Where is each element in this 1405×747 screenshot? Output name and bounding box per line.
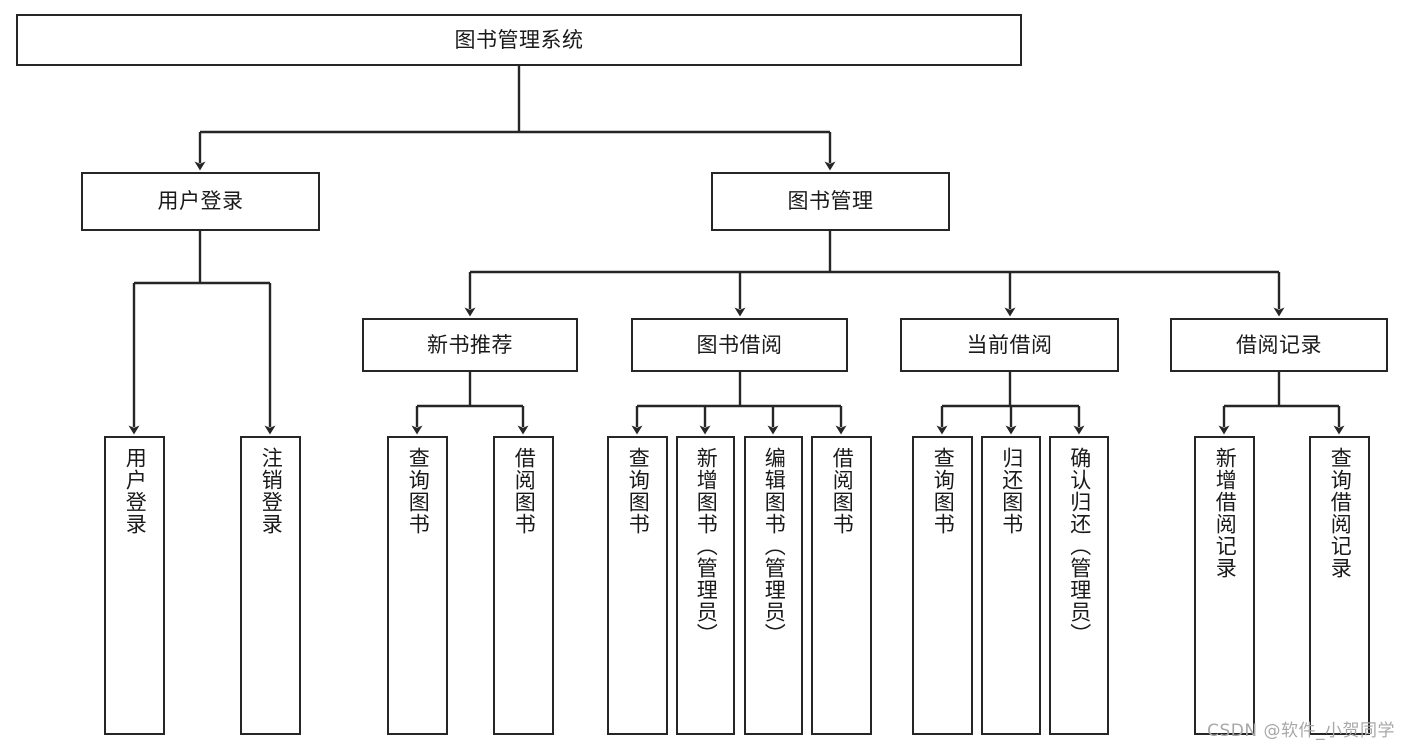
node-leaf-new-book-query-book[interactable]: 查询图书 (387, 436, 448, 735)
node-label: 编辑图书（管理员） (762, 447, 787, 645)
node-label: 新增借阅记录 (1213, 447, 1238, 579)
node-user-login[interactable]: 用户登录 (81, 172, 320, 231)
node-label: 新增图书（管理员） (694, 447, 719, 645)
node-label: 借阅图书 (830, 447, 855, 535)
node-leaf-borrow-record-add-record[interactable]: 新增借阅记录 (1194, 436, 1255, 735)
node-borrowing-records[interactable]: 借阅记录 (1170, 318, 1388, 372)
node-label: 用户登录 (123, 447, 148, 535)
node-label: 查询图书 (406, 447, 431, 535)
node-leaf-book-borrow-edit-book-admin[interactable]: 编辑图书（管理员） (744, 436, 803, 735)
node-label: 查询图书 (626, 447, 651, 535)
node-label: 图书管理 (787, 189, 874, 214)
node-leaf-borrow-record-query-record[interactable]: 查询借阅记录 (1309, 436, 1370, 735)
node-leaf-new-book-borrow-book[interactable]: 借阅图书 (493, 436, 554, 735)
node-label: 新书推荐 (427, 332, 513, 357)
node-label: 注销登录 (259, 447, 284, 535)
node-label: 确认归还（管理员） (1067, 447, 1092, 645)
node-book-management[interactable]: 图书管理 (711, 172, 950, 231)
node-leaf-current-borrow-confirm-return-admin[interactable]: 确认归还（管理员） (1049, 436, 1109, 735)
node-leaf-book-borrow-borrow-book[interactable]: 借阅图书 (811, 436, 872, 735)
node-new-book-recommendation[interactable]: 新书推荐 (362, 318, 578, 372)
node-label: 借阅图书 (512, 447, 537, 535)
node-label: 查询图书 (931, 447, 956, 535)
node-leaf-user-login-login[interactable]: 用户登录 (104, 436, 165, 735)
node-leaf-user-login-logout[interactable]: 注销登录 (240, 436, 301, 735)
node-label: 借阅记录 (1236, 332, 1322, 357)
node-label: 用户登录 (157, 189, 244, 214)
node-label: 当前借阅 (966, 332, 1053, 357)
node-book-borrowing[interactable]: 图书借阅 (631, 318, 848, 372)
node-current-borrowing[interactable]: 当前借阅 (900, 318, 1119, 372)
node-root-book-management-system[interactable]: 图书管理系统 (16, 14, 1022, 66)
node-leaf-book-borrow-add-book-admin[interactable]: 新增图书（管理员） (676, 436, 735, 735)
node-label: 图书借阅 (696, 332, 783, 357)
node-leaf-current-borrow-query-book[interactable]: 查询图书 (912, 436, 973, 735)
watermark-text: CSDN @软件_小贺同学 (1207, 721, 1395, 741)
node-label: 查询借阅记录 (1328, 447, 1353, 579)
node-label: 归还图书 (999, 447, 1024, 535)
node-leaf-book-borrow-query-book[interactable]: 查询图书 (607, 436, 668, 735)
node-label: 图书管理系统 (454, 27, 584, 52)
node-leaf-current-borrow-return-book[interactable]: 归还图书 (981, 436, 1041, 735)
